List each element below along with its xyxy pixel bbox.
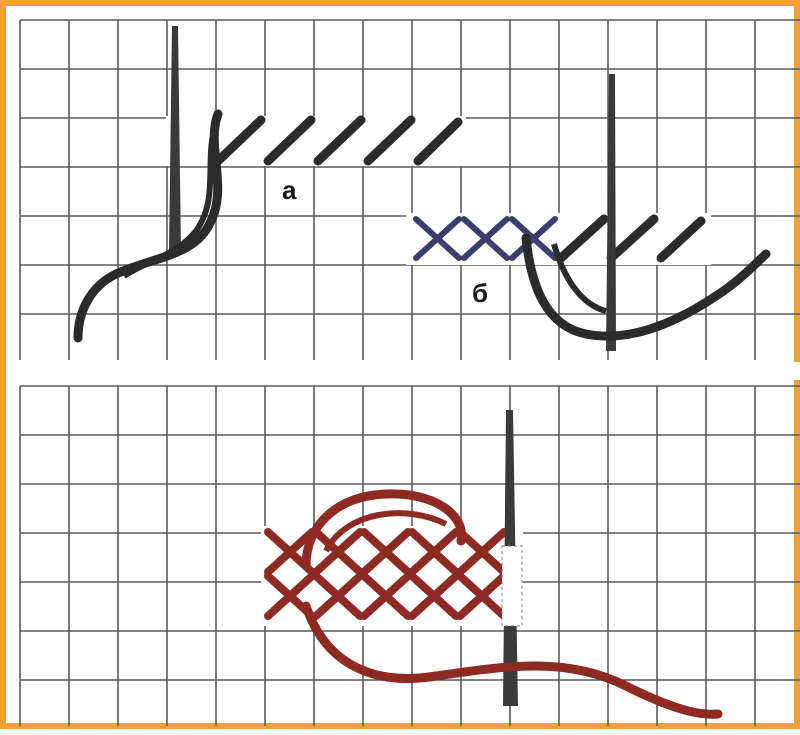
grid-panel-top [20,20,800,360]
cross-stitch-diagram: а б [6,6,800,735]
figure-b: б [406,74,766,351]
figure-a: а [78,26,466,338]
needle-icon [169,26,181,251]
figure-bottom [261,410,718,714]
label-b: б [472,278,488,308]
label-a: а [282,175,297,205]
needle-eye-highlight [502,546,522,626]
panel-separator [12,362,800,380]
